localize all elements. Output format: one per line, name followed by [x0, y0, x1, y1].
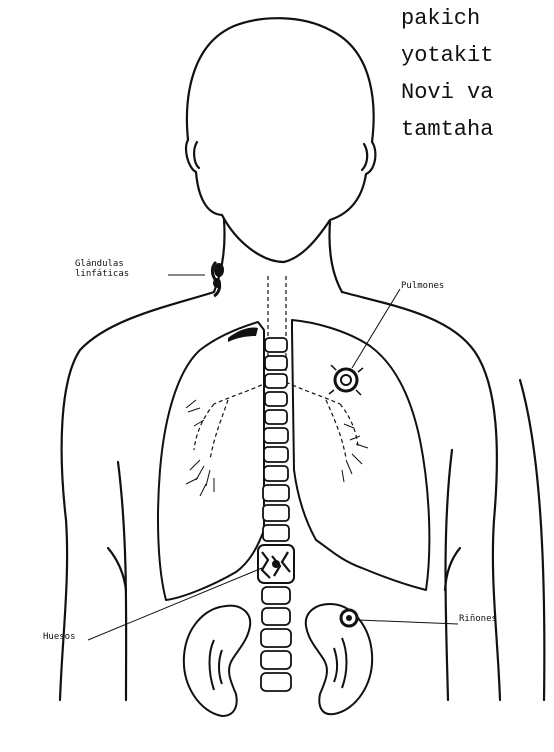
bone-lesion: [258, 545, 294, 583]
vertebra: [265, 356, 287, 370]
ear-right: [362, 144, 367, 170]
shoulder-left: [60, 292, 214, 700]
vertebra: [264, 428, 288, 443]
ear-left: [194, 142, 199, 168]
lung-tumor: [329, 365, 363, 395]
label-rinones: Riñones: [459, 614, 497, 624]
right-kidney-inner: [334, 638, 347, 688]
vertebra: [264, 466, 288, 481]
left-lung: [158, 322, 264, 600]
vertebra: [261, 673, 291, 691]
armpit-right: [445, 548, 460, 590]
vertebra: [263, 505, 289, 521]
armpit-left: [108, 548, 126, 590]
label-glandulas-line1: Glándulas: [75, 259, 124, 269]
pointer-rinones: [358, 620, 458, 624]
vertebra: [262, 608, 290, 625]
left-kidney: [184, 606, 250, 716]
vertebra: [263, 485, 289, 501]
arm-right-outer: [520, 380, 544, 700]
label-glandulas-line2: linfáticas: [75, 269, 129, 279]
kidney-tumor: [341, 610, 357, 626]
vertebra: [262, 587, 290, 604]
bronchus-right: [286, 382, 358, 458]
vertebra: [265, 410, 287, 424]
label-huesos: Huesos: [43, 632, 76, 642]
neck-right: [330, 222, 343, 292]
label-pulmones: Pulmones: [401, 281, 444, 291]
bronchus-left: [194, 382, 268, 460]
spine: [261, 338, 291, 691]
left-kidney-inner: [210, 640, 223, 690]
vertebra: [263, 525, 289, 541]
vertebra: [265, 392, 287, 406]
right-lung: [292, 320, 429, 590]
branches-left: [186, 400, 214, 496]
vertebra: [265, 374, 287, 388]
vertebra: [264, 447, 288, 462]
lung-apex-mark: [228, 327, 258, 342]
vertebra: [265, 338, 287, 352]
pointer-huesos: [88, 568, 262, 640]
shoulder-right: [342, 292, 500, 700]
head-outline: [186, 18, 375, 262]
branches-right: [342, 424, 368, 482]
vertebra: [261, 651, 291, 669]
vertebra: [261, 629, 291, 647]
